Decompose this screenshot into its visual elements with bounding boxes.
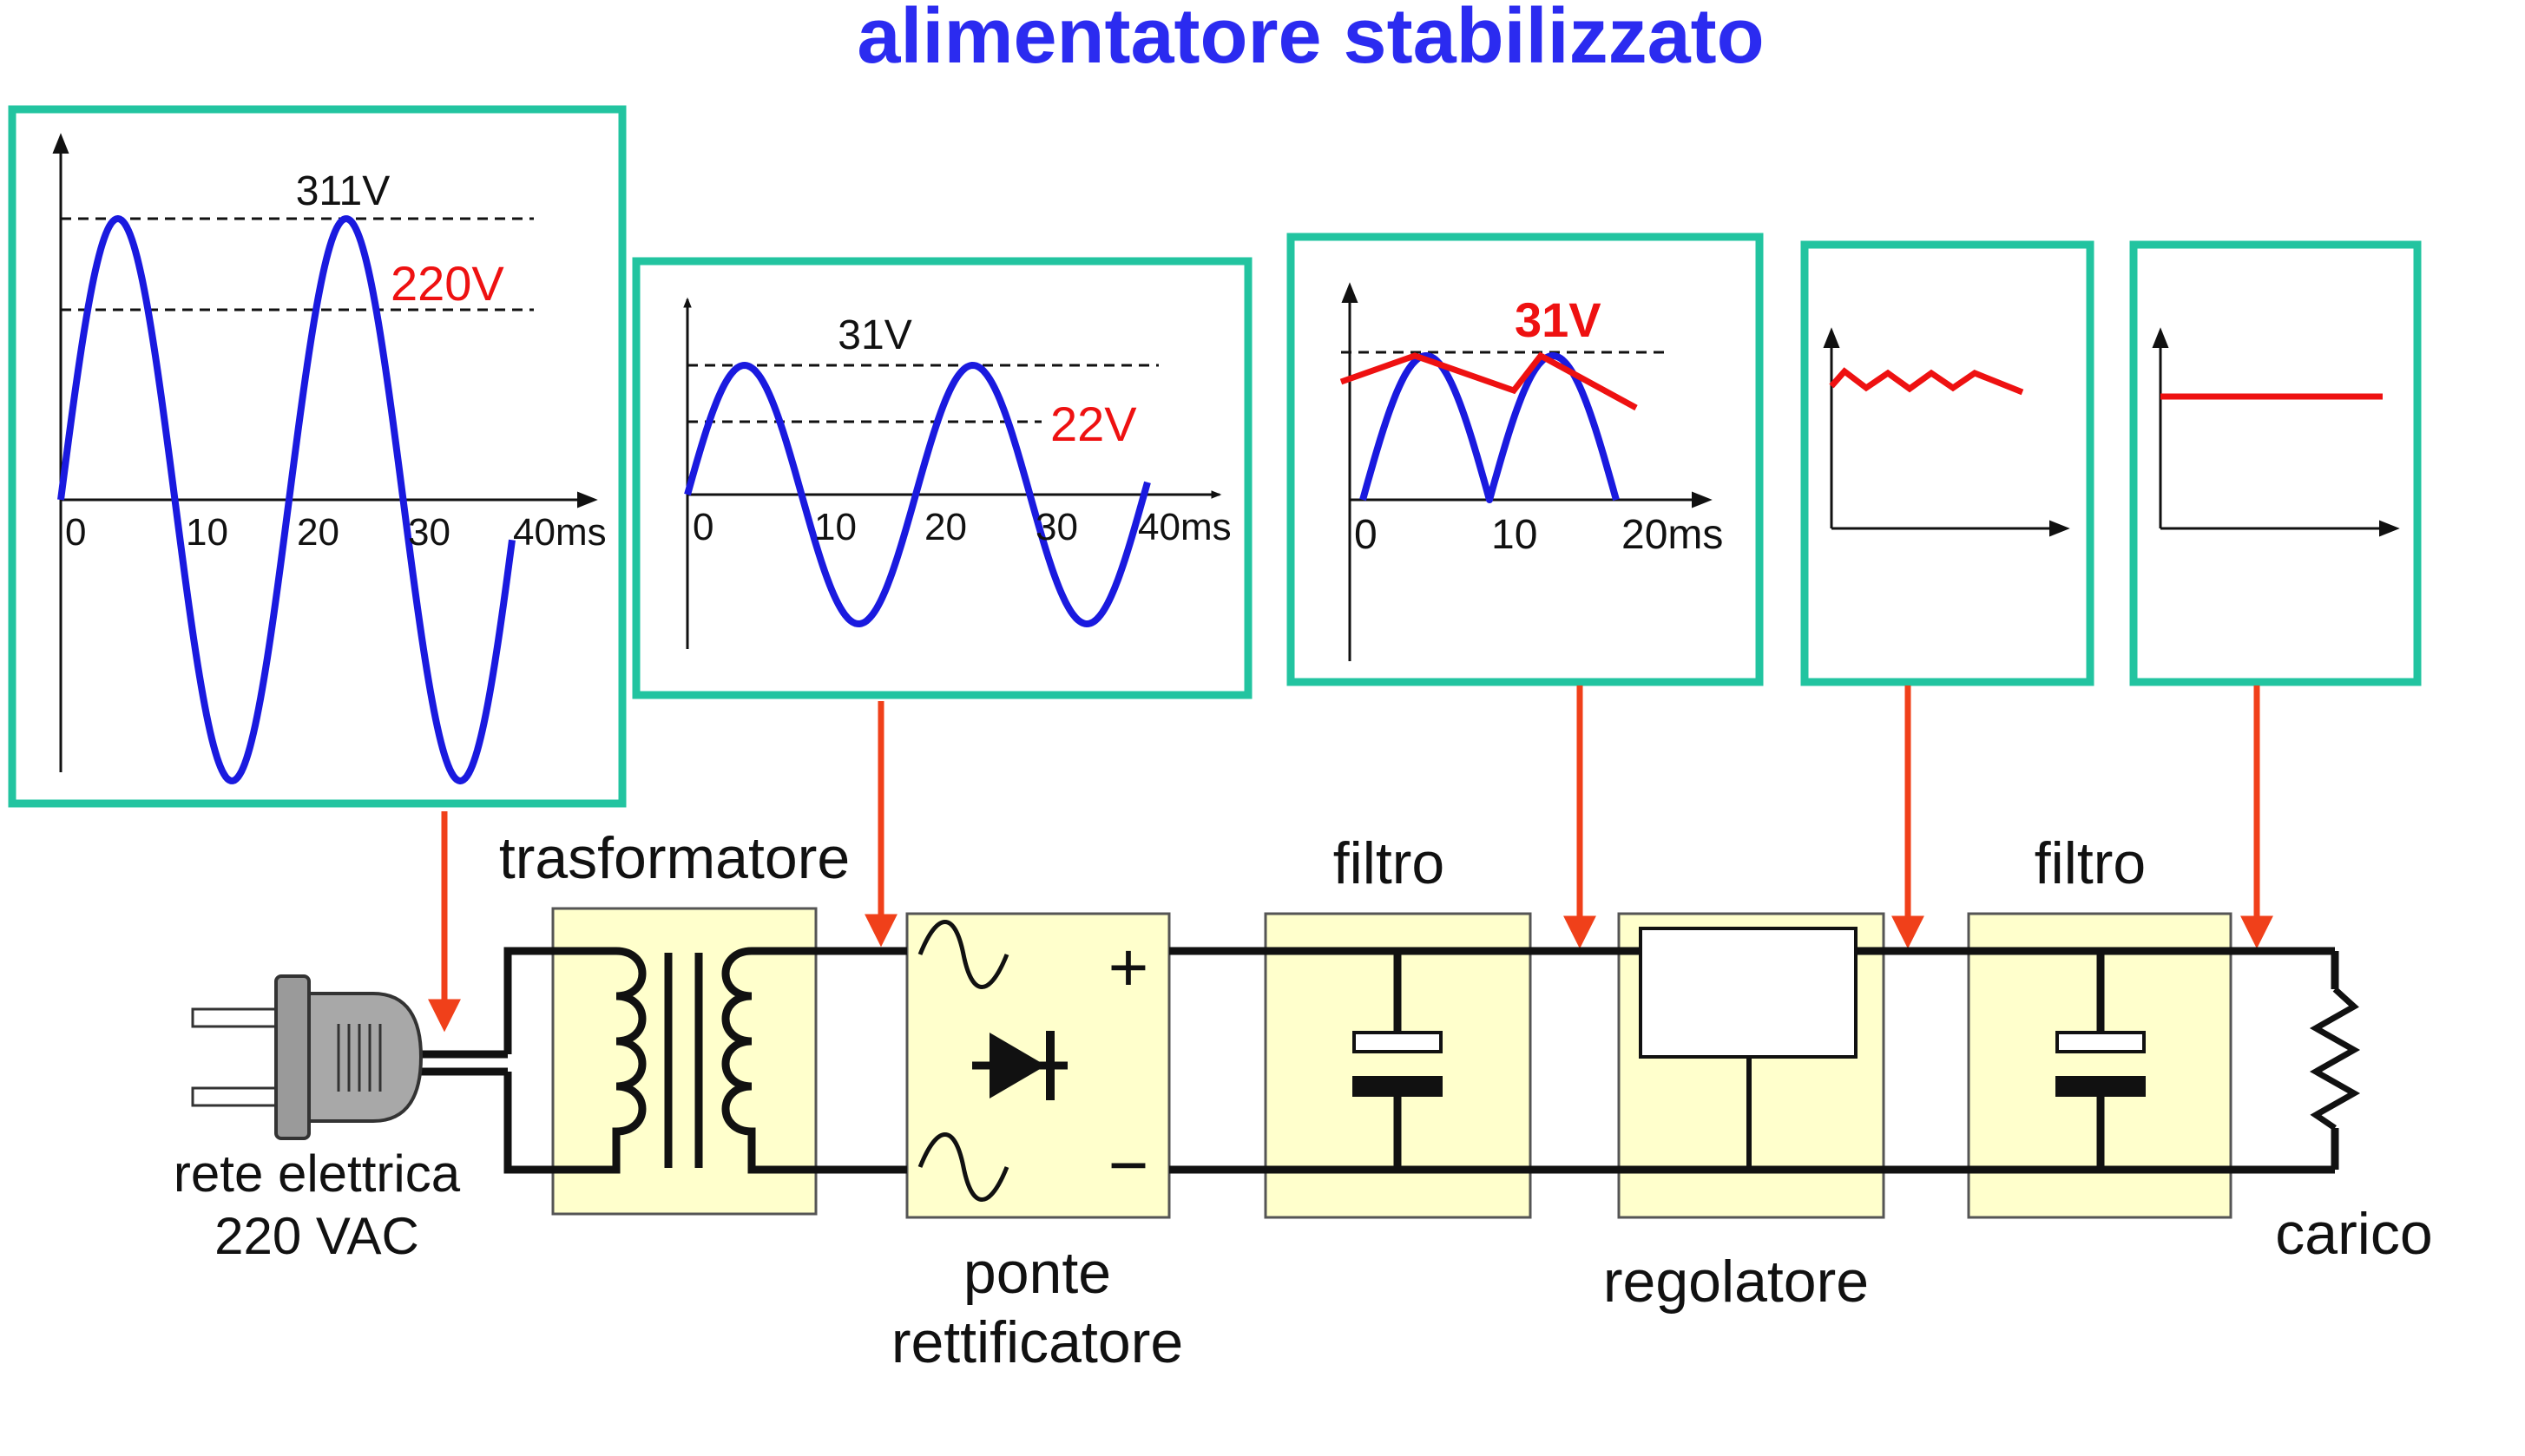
peak-label: 311V [296, 168, 391, 214]
tick-label: 40ms [1138, 506, 1232, 548]
panel-rectified-waveform: 31V 0 10 20ms [1286, 233, 1764, 686]
panel-border [2129, 240, 2422, 686]
tick-label: 30 [408, 511, 450, 554]
tick-label: 0 [1354, 512, 1378, 558]
peak-label: 31V [1515, 292, 1601, 347]
regulator-chip [1639, 927, 1858, 1170]
panel-border [1286, 233, 1764, 686]
peak-label: 31V [838, 312, 911, 358]
rms-label: 22V [1050, 397, 1137, 451]
tick-label: 20 [297, 511, 339, 554]
pointer-arrows [428, 685, 2273, 1033]
panel-regulator-output [1800, 240, 2094, 686]
capacitor-icon [2055, 951, 2146, 1170]
ac-wave-icon [917, 1132, 1009, 1202]
load-label: carico [2275, 1201, 2432, 1267]
transformer-block [551, 907, 818, 1216]
tick-label: 0 [65, 511, 86, 554]
ac-wave-icon [917, 920, 1009, 989]
tick-label: 20ms [1621, 512, 1723, 558]
regulator-label: regolatore [1603, 1249, 1869, 1315]
bridge-label-line2: rettificatore [891, 1309, 1183, 1375]
panel-border [632, 257, 1253, 699]
sine-wave-secondary [684, 362, 1151, 627]
tick-label: 10 [1491, 512, 1537, 558]
mains-label-line1: rete elettrica [174, 1144, 461, 1203]
filter-label-1: filtro [1333, 830, 1444, 896]
panel-dc-output [2129, 240, 2422, 686]
tick-label: 20 [924, 506, 967, 548]
tick-label: 10 [814, 506, 857, 548]
tick-label: 0 [693, 506, 713, 548]
minus-terminal: − [1108, 1126, 1149, 1203]
tick-label: 30 [1036, 506, 1078, 548]
diode-icon [972, 1031, 1068, 1100]
transformer-label: trasformatore [499, 825, 850, 891]
small-ripple-line [1829, 367, 2024, 396]
filter-label-2: filtro [2035, 830, 2146, 896]
plug-icon [191, 974, 424, 1140]
mains-label-line2: 220 VAC [214, 1207, 419, 1265]
bridge-label-line1: ponte [963, 1240, 1111, 1306]
panel-border [1800, 240, 2094, 686]
rms-label: 220V [391, 256, 504, 311]
tick-label: 40ms [513, 511, 607, 554]
capacitor-icon [1352, 951, 1443, 1170]
transformer-coils-icon [582, 947, 786, 1174]
plus-terminal: + [1108, 928, 1149, 1006]
ripple-envelope [1339, 351, 1638, 411]
panel-secondary-waveform: 31V 22V 0 10 20 30 40ms [632, 257, 1253, 699]
tick-label: 10 [186, 511, 228, 554]
sine-wave-mains [57, 215, 516, 784]
rectifier-symbols: + − [917, 920, 1149, 1203]
page-title: alimentatore stabilizzato [857, 0, 1764, 80]
panel-mains-waveform: 311V 220V 0 10 20 30 40ms [8, 105, 627, 808]
resistor-icon [2309, 987, 2361, 1131]
